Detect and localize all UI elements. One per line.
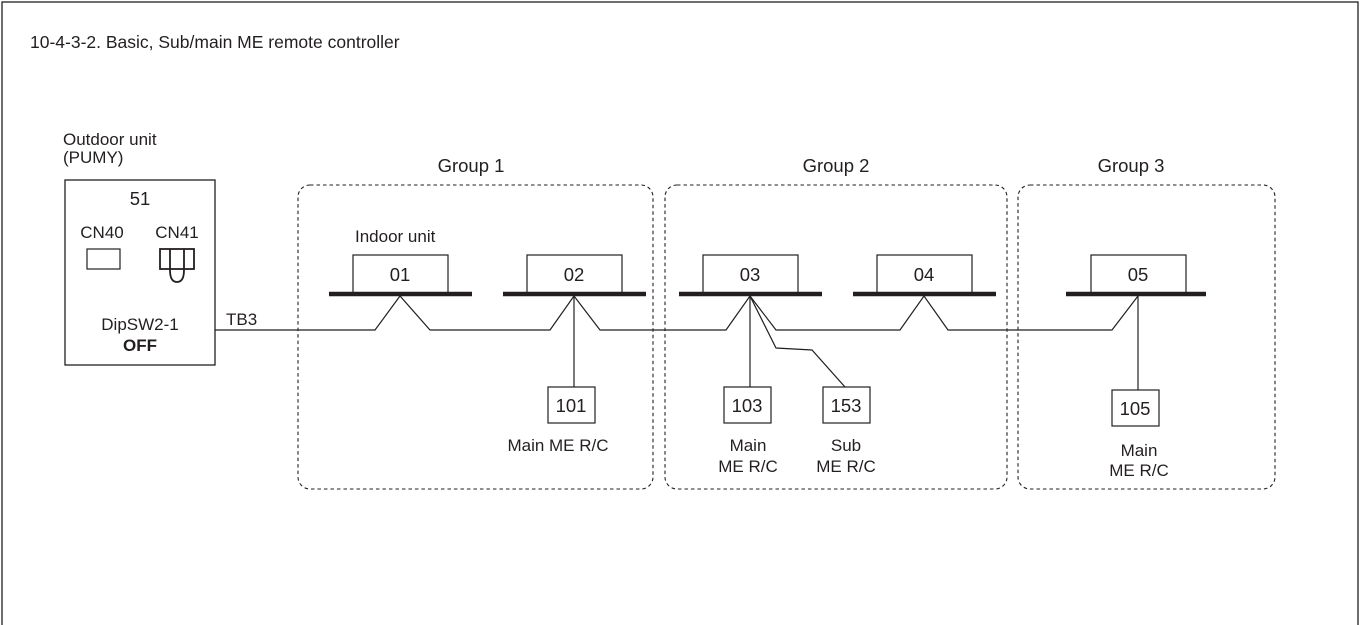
indoor-unit-address: 03: [740, 264, 761, 285]
indoor-unit-address: 05: [1128, 264, 1149, 285]
indoor-unit-label: Indoor unit: [355, 227, 436, 246]
indoor-unit-05: 05: [1066, 254, 1206, 297]
rc-label-line2: ME R/C: [816, 457, 876, 476]
cn40-connector: [86, 248, 121, 270]
rc-label-line2: ME R/C: [1109, 461, 1169, 480]
rc-address: 103: [732, 395, 763, 416]
rc-address: 101: [556, 395, 587, 416]
indoor-unit-address: 04: [914, 264, 935, 285]
cn41-connector-with-jumper: [159, 248, 195, 283]
rc-label-line1: Sub: [831, 436, 861, 455]
rc-address: 105: [1120, 398, 1151, 419]
figure-title: 10-4-3-2. Basic, Sub/main ME remote cont…: [30, 32, 400, 52]
outdoor-unit-address: 51: [130, 188, 151, 209]
remote-controller-101: 101 Main ME R/C: [507, 386, 609, 455]
group-1-label: Group 1: [438, 155, 505, 176]
transmission-line: [215, 294, 1139, 331]
remote-controller-153: 153 Sub ME R/C: [816, 386, 876, 476]
group-2-label: Group 2: [803, 155, 870, 176]
group-3-boundary: [1017, 184, 1276, 490]
cn40-label: CN40: [80, 223, 123, 242]
dipsw-label: DipSW2-1: [101, 315, 178, 334]
outdoor-unit-label: Outdoor unit: [63, 130, 157, 149]
rc-label: Main ME R/C: [507, 436, 608, 455]
group-1-boundary: [297, 184, 654, 490]
indoor-unit-03: 03: [679, 254, 822, 297]
outdoor-unit-box: [64, 179, 216, 366]
outdoor-unit-model: (PUMY): [63, 148, 123, 167]
cn41-label: CN41: [155, 223, 198, 242]
dipsw-state: OFF: [123, 336, 157, 355]
rc-address: 153: [831, 395, 862, 416]
remote-controller-103: 103 Main ME R/C: [718, 386, 778, 476]
group-2-boundary: [664, 184, 1008, 490]
remote-controller-105: 105 Main ME R/C: [1109, 389, 1169, 480]
indoor-unit-01: 01: [329, 254, 472, 297]
indoor-unit-address: 02: [564, 264, 585, 285]
indoor-unit-02: 02: [503, 254, 646, 297]
rc-153-wire: [749, 295, 846, 388]
group-3-label: Group 3: [1098, 155, 1165, 176]
tb3-terminal-label: TB3: [226, 310, 257, 329]
rc-label-line1: Main: [1121, 441, 1158, 460]
indoor-unit-address: 01: [390, 264, 411, 285]
rc-label-line1: Main: [730, 436, 767, 455]
indoor-unit-04: 04: [853, 254, 996, 297]
rc-label-line2: ME R/C: [718, 457, 778, 476]
